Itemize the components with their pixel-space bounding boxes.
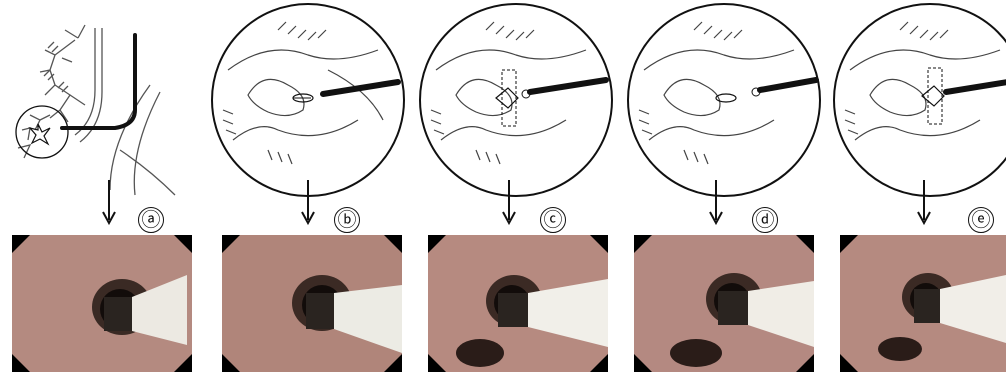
bronchoscopy-photo — [12, 235, 192, 372]
airway-overview-illustration — [0, 0, 200, 200]
step-label: ⓔ — [968, 207, 994, 233]
step-panel-b: ⓑ — [208, 0, 408, 377]
step-panel-e: ⓔ — [830, 0, 1006, 377]
down-arrow-icon — [0, 178, 200, 228]
down-arrow-icon — [208, 178, 408, 228]
magnified-airway-illustration — [624, 0, 824, 200]
step-panel-a: ⓐ — [0, 0, 200, 377]
step-label: ⓒ — [540, 207, 566, 233]
bronchoscopy-photo — [840, 235, 1006, 372]
step-panel-c: ⓒ — [416, 0, 616, 377]
step-panel-d: ⓓ — [624, 0, 824, 377]
bronchoscopy-photo — [222, 235, 402, 372]
step-label: ⓓ — [752, 207, 778, 233]
magnified-airway-illustration — [208, 0, 408, 200]
down-arrow-icon — [624, 178, 824, 228]
step-label: ⓐ — [138, 207, 164, 233]
down-arrow-icon — [416, 178, 616, 228]
bronchoscopy-photo — [634, 235, 814, 372]
step-label: ⓑ — [334, 207, 360, 233]
bronchoscopy-photo — [428, 235, 608, 372]
magnified-airway-illustration — [830, 0, 1006, 200]
magnified-airway-illustration — [416, 0, 616, 200]
